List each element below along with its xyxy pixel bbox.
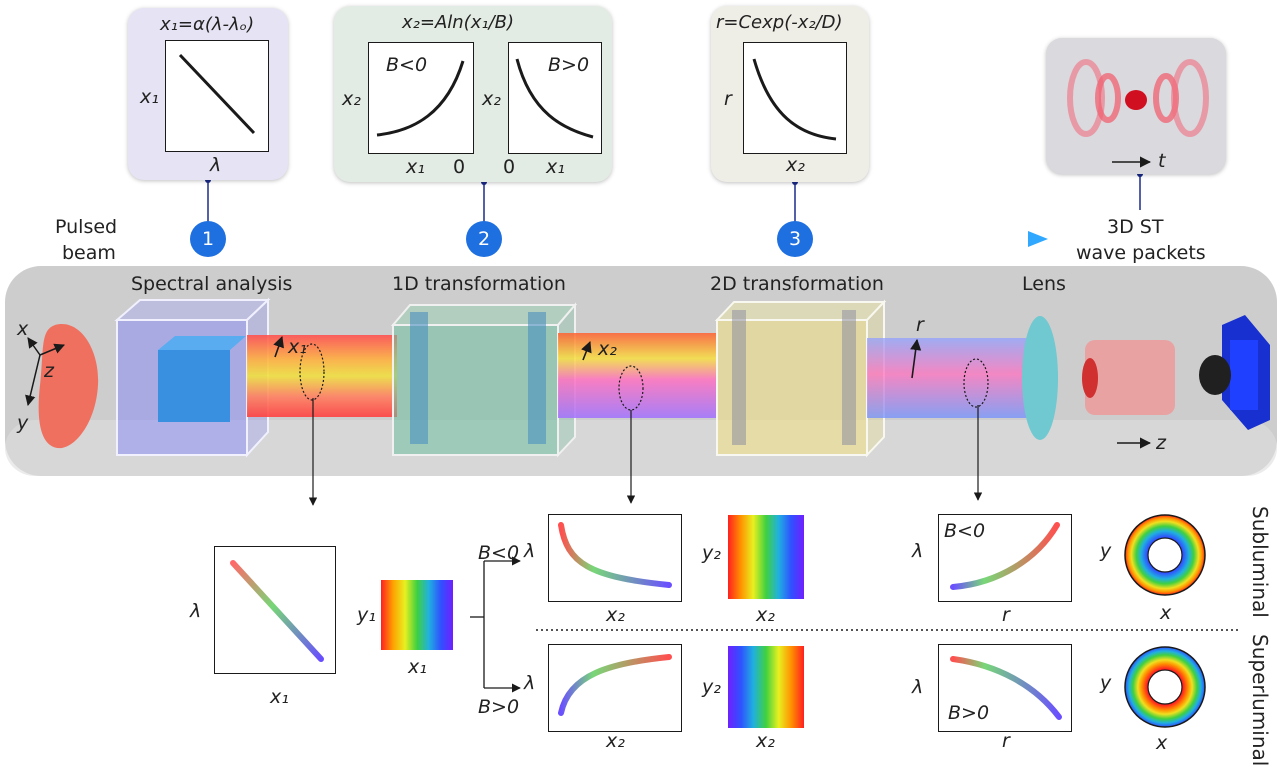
card3-xlabel: x₂	[786, 154, 805, 176]
card1-plot	[165, 40, 269, 152]
beam-1	[247, 335, 397, 417]
strip-sup-y2-x2	[728, 646, 804, 728]
plot-sup-lambda-x2	[548, 644, 682, 732]
branch-bottom-label: B>0	[478, 696, 520, 718]
card2-right-zero: 0	[503, 156, 516, 178]
plot-sup-r-xlabel: r	[1002, 730, 1010, 752]
plot-sub-xlabel: x₂	[606, 604, 625, 626]
ring-sub-xlabel: x	[1160, 602, 1172, 624]
plot-sub-r-ylabel: λ	[912, 540, 924, 562]
ring-subluminal	[1124, 514, 1206, 596]
card3-equation: r=Cexp(-x₂/D)	[716, 12, 843, 33]
timeline-end-line2: wave packets	[1076, 242, 1206, 264]
ring-sub-ylabel: y	[1100, 540, 1112, 562]
beam1-label: x₁	[288, 336, 307, 358]
plot-sup-ylabel: λ	[524, 672, 536, 694]
card2-right-tag: B>0	[548, 54, 590, 76]
card2-right-plot	[508, 42, 602, 154]
beam2-label: x₂	[598, 338, 617, 360]
card4-packet	[1067, 59, 1209, 168]
spectral-crystal	[158, 350, 230, 422]
ring-sup-ylabel: y	[1100, 672, 1112, 694]
ring-sup-xlabel: x	[1156, 732, 1168, 754]
card2-left-zero: 0	[453, 156, 466, 178]
axis-x-label: x	[17, 318, 29, 340]
stage-spectral-label: Spectral analysis	[131, 273, 293, 295]
plot-sub-r-xlabel: r	[1002, 604, 1010, 626]
timeline-arrowhead	[1028, 231, 1048, 247]
card2-left-plot	[368, 42, 474, 154]
axis-z-label: z	[44, 360, 54, 382]
strip-sub-ylabel: y₂	[702, 542, 721, 564]
card1-equation: x₁=α(λ-λₒ)	[160, 14, 255, 35]
regime-superluminal-label: Superluminal	[1248, 634, 1272, 766]
step-marker-3	[777, 221, 813, 257]
output-packet	[1085, 340, 1175, 415]
strip-sub-y2-x2	[728, 515, 804, 599]
card3-ylabel: r	[724, 88, 732, 110]
card1-xlabel: λ	[210, 154, 222, 176]
strip-y1-xlabel: x₁	[408, 656, 427, 678]
regime-subluminal-label: Subluminal	[1248, 506, 1272, 618]
plot-lambda-x1-ylabel: λ	[190, 600, 202, 622]
plot-sup-r-ylabel: λ	[912, 676, 924, 698]
card2-left-xlabel: x₁	[406, 156, 425, 178]
plot-sub-lambda-x2	[548, 514, 682, 602]
card2-right-xlabel: x₁	[546, 156, 565, 178]
stage-2d-label: 2D transformation	[710, 273, 884, 295]
timeline-start-line2: beam	[62, 242, 116, 264]
lens	[1022, 316, 1058, 440]
plot-sub-ylabel: λ	[524, 540, 536, 562]
card4-time-label: t	[1158, 150, 1166, 172]
card2-left-tag: B<0	[386, 54, 428, 76]
input-pulse	[38, 324, 99, 449]
beam-3	[867, 338, 1032, 418]
card2-equation: x₂=Aln(x₁/B)	[402, 12, 514, 33]
step-label-1: 1	[202, 228, 215, 250]
strip-sup-xlabel: x₂	[756, 730, 775, 752]
plot-sup-lambda-r	[938, 644, 1072, 732]
timeline-end-line1: 3D ST	[1107, 216, 1164, 238]
plot-lambda-x1-xlabel: x₁	[270, 686, 289, 708]
beam-2	[558, 333, 718, 418]
ring-superluminal	[1124, 646, 1206, 728]
output-z-label: z	[1156, 432, 1166, 454]
plot-sup-r-tag: B>0	[948, 702, 990, 724]
stage-1d-label: 1D transformation	[392, 273, 566, 295]
card3-plot	[743, 42, 847, 154]
step-label-3: 3	[789, 228, 802, 250]
strip-y1-x1	[381, 580, 453, 650]
strip-sub-xlabel: x₂	[756, 604, 775, 626]
plot-sup-xlabel: x₂	[606, 730, 625, 752]
card2-right-ylabel: x₂	[482, 88, 501, 110]
plot-sub-lambda-r	[938, 514, 1072, 602]
card2-left-ylabel: x₂	[342, 88, 361, 110]
step-label-2: 2	[478, 228, 491, 250]
plot-sub-r-tag: B<0	[944, 520, 986, 542]
stage-lens-label: Lens	[1022, 273, 1066, 295]
strip-sup-ylabel: y₂	[702, 676, 721, 698]
plot-lambda-x1	[214, 546, 336, 674]
axis-y-label: y	[17, 412, 29, 434]
branch-top-label: B<0	[478, 542, 520, 564]
card1-ylabel: x₁	[140, 86, 159, 108]
step-marker-2	[466, 221, 502, 257]
step-marker-1	[190, 221, 226, 257]
timeline-start-line1: Pulsed	[55, 216, 118, 238]
strip-y1-ylabel: y₁	[357, 604, 376, 626]
beam3-label: r	[916, 314, 924, 336]
